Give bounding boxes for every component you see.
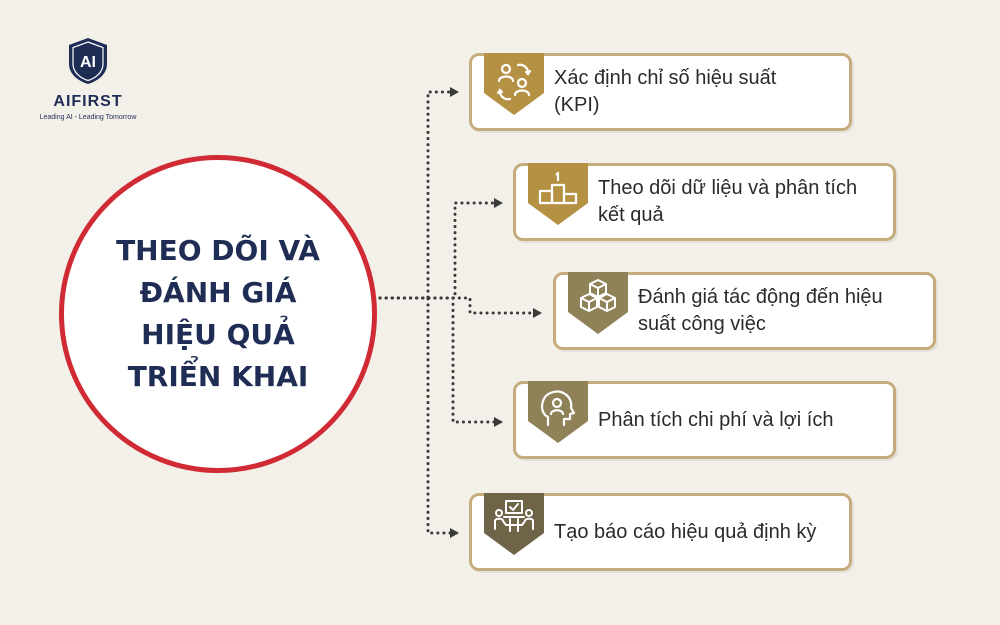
connector-4 xyxy=(378,296,504,427)
connector-3 xyxy=(378,296,543,318)
step-label: Theo dõi dữ liệu và phân tích kết quả xyxy=(598,177,858,226)
central-topic-circle: THEO DÕI VÀ ĐÁNH GIÁ HIỆU QUẢ TRIỂN KHAI xyxy=(59,155,377,473)
step-label: Đánh giá tác động đến hiệu suất công việ… xyxy=(638,286,883,335)
step-label: Xác định chỉ số hiệu suất (KPI) xyxy=(554,67,777,116)
boxes-icon xyxy=(568,272,628,336)
connector-2 xyxy=(378,198,504,300)
logo-tagline: Leading AI - Leading Tomorrow xyxy=(39,114,137,121)
company-logo: AI AIFIRST Leading AI - Leading Tomorrow xyxy=(28,36,148,121)
kpi-people-icon xyxy=(484,53,544,117)
step-label: Phân tích chi phí và lợi ích xyxy=(598,408,834,431)
step-card-kpi: Xác định chỉ số hiệu suất (KPI) xyxy=(469,53,852,131)
connector-5 xyxy=(378,296,460,538)
ai-shield-logo-icon: AI xyxy=(69,38,107,84)
logo-mark-text: AI xyxy=(80,54,96,71)
podium-icon xyxy=(528,163,588,227)
central-topic-title: THEO DÕI VÀ ĐÁNH GIÁ HIỆU QUẢ TRIỂN KHAI xyxy=(116,234,320,393)
step-card-data-tracking: Theo dõi dữ liệu và phân tích kết quả xyxy=(513,163,896,241)
step-card-cost-benefit: Phân tích chi phí và lợi ích xyxy=(513,381,896,459)
connector-1 xyxy=(378,87,460,300)
logo-name: AIFIRST xyxy=(53,93,123,110)
step-label: Tạo báo cáo hiệu quả định kỳ xyxy=(554,520,817,543)
step-card-impact-evaluation: Đánh giá tác động đến hiệu suất công việ… xyxy=(553,272,936,350)
head-analysis-icon xyxy=(528,381,588,445)
step-card-periodic-report: Tạo báo cáo hiệu quả định kỳ xyxy=(469,493,852,571)
team-report-icon xyxy=(484,493,544,557)
